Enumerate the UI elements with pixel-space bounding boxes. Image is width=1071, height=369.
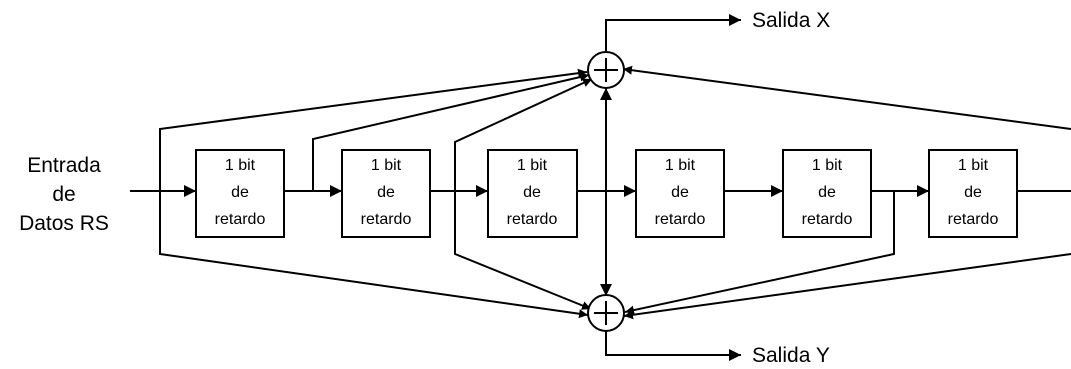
tap-input-to-x <box>159 68 588 191</box>
tap-d1-to-x <box>312 72 590 191</box>
output-y-label: Salida Y <box>752 344 830 367</box>
delay-block-4-line2: de <box>671 184 689 201</box>
delay-block-1: 1 bit de retardo <box>195 149 285 238</box>
delay-block-4-line1: 1 bit <box>665 157 696 174</box>
tap-d2-to-x <box>454 78 593 191</box>
delay-block-6-line2: de <box>964 184 982 201</box>
input-label-line3: Datos RS <box>19 212 109 235</box>
delay-block-5-line1: 1 bit <box>812 157 843 174</box>
tap-d5-to-y <box>624 191 895 315</box>
delay-block-3: 1 bit de retardo <box>487 149 578 238</box>
delay-block-4-line3: retardo <box>655 211 706 228</box>
output-x-label: Salida X <box>752 9 830 32</box>
delay-block-6-line3: retardo <box>948 211 999 228</box>
delay-block-5-line2: de <box>818 184 836 201</box>
tap-d2-to-y <box>454 191 592 310</box>
delay-block-1-line3: retardo <box>215 211 266 228</box>
tap-d6-to-y <box>623 253 1071 320</box>
delay-block-3-line2: de <box>523 184 541 201</box>
delay-block-2-line2: de <box>377 184 395 201</box>
delay-block-6: 1 bit de retardo <box>928 149 1018 238</box>
input-label: Entrada de Datos RS <box>19 154 109 235</box>
delay-block-3-line3: retardo <box>507 211 558 228</box>
tap-input-to-y <box>159 191 589 319</box>
delay-block-5: 1 bit de retardo <box>782 149 872 238</box>
delay-block-2: 1 bit de retardo <box>341 149 431 238</box>
delay-block-1-line2: de <box>231 184 249 201</box>
delay-block-6-line1: 1 bit <box>958 157 989 174</box>
tap-d6-to-x <box>622 65 1071 130</box>
delay-block-3-line1: 1 bit <box>517 157 548 174</box>
delay-block-1-line1: 1 bit <box>225 157 256 174</box>
input-label-line1: Entrada <box>27 154 101 177</box>
output-y-arrow <box>605 331 741 361</box>
delay-block-4: 1 bit de retardo <box>635 149 725 238</box>
delay-block-2-line1: 1 bit <box>371 157 402 174</box>
adder-y <box>587 294 625 332</box>
input-label-line2: de <box>52 183 75 206</box>
delay-block-5-line3: retardo <box>802 211 853 228</box>
output-x-arrow <box>605 14 741 51</box>
adder-x <box>587 51 625 89</box>
delay-block-2-line3: retardo <box>361 211 412 228</box>
